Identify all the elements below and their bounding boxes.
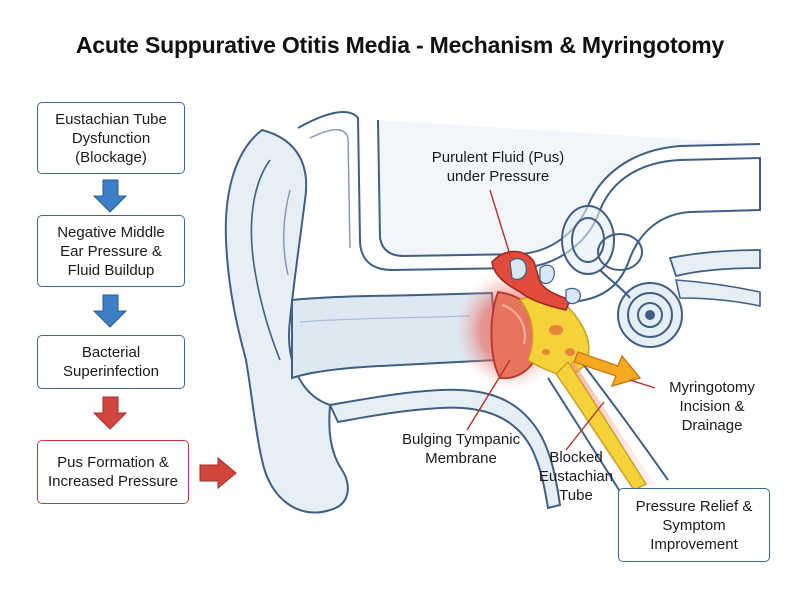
- pinna-inner-fold-2: [283, 189, 291, 276]
- flow-arrow-3: [92, 396, 128, 430]
- cochlea: [617, 282, 683, 348]
- label-blocked-eustachian-tube: Blocked Eustachian Tube: [538, 449, 614, 504]
- pinna-inner-fold: [250, 159, 281, 361]
- label-purulent-fluid: Purulent Fluid (Pus) under Pressure: [431, 149, 565, 185]
- flow-step-bacterial-superinfection: Bacterial Superinfection: [37, 335, 185, 389]
- flow-arrow-4: [199, 456, 237, 490]
- temporal-bone-outline: [297, 111, 761, 303]
- label-bulging-tympanic-membrane: Bulging Tympanic Membrane: [401, 431, 521, 467]
- flow-step-eustachian-dysfunction: Eustachian Tube Dysfunction (Blockage): [37, 102, 185, 174]
- semicircular-canals: [561, 205, 643, 299]
- eustachian-tube: [555, 360, 648, 491]
- label-myringotomy: Myringotomy Incision & Drainage: [669, 379, 755, 434]
- page-title: Acute Suppurative Otitis Media - Mechani…: [75, 32, 725, 58]
- pinna-outline: [224, 128, 349, 514]
- leader-lines: [466, 189, 656, 451]
- lower-bone-outline: [328, 388, 562, 510]
- flow-arrow-2: [92, 294, 128, 328]
- outcome-pressure-relief: Pressure Relief & Symptom Improvement: [618, 488, 770, 562]
- myringotomy-arrow: [573, 351, 642, 388]
- auditory-nerve: [668, 249, 761, 278]
- flow-step-negative-pressure: Negative Middle Ear Pressure & Fluid Bui…: [37, 215, 185, 287]
- flow-arrow-1: [92, 179, 128, 213]
- flow-step-pus-formation: Pus Formation & Increased Pressure: [37, 440, 189, 504]
- ear-canal: [291, 291, 498, 380]
